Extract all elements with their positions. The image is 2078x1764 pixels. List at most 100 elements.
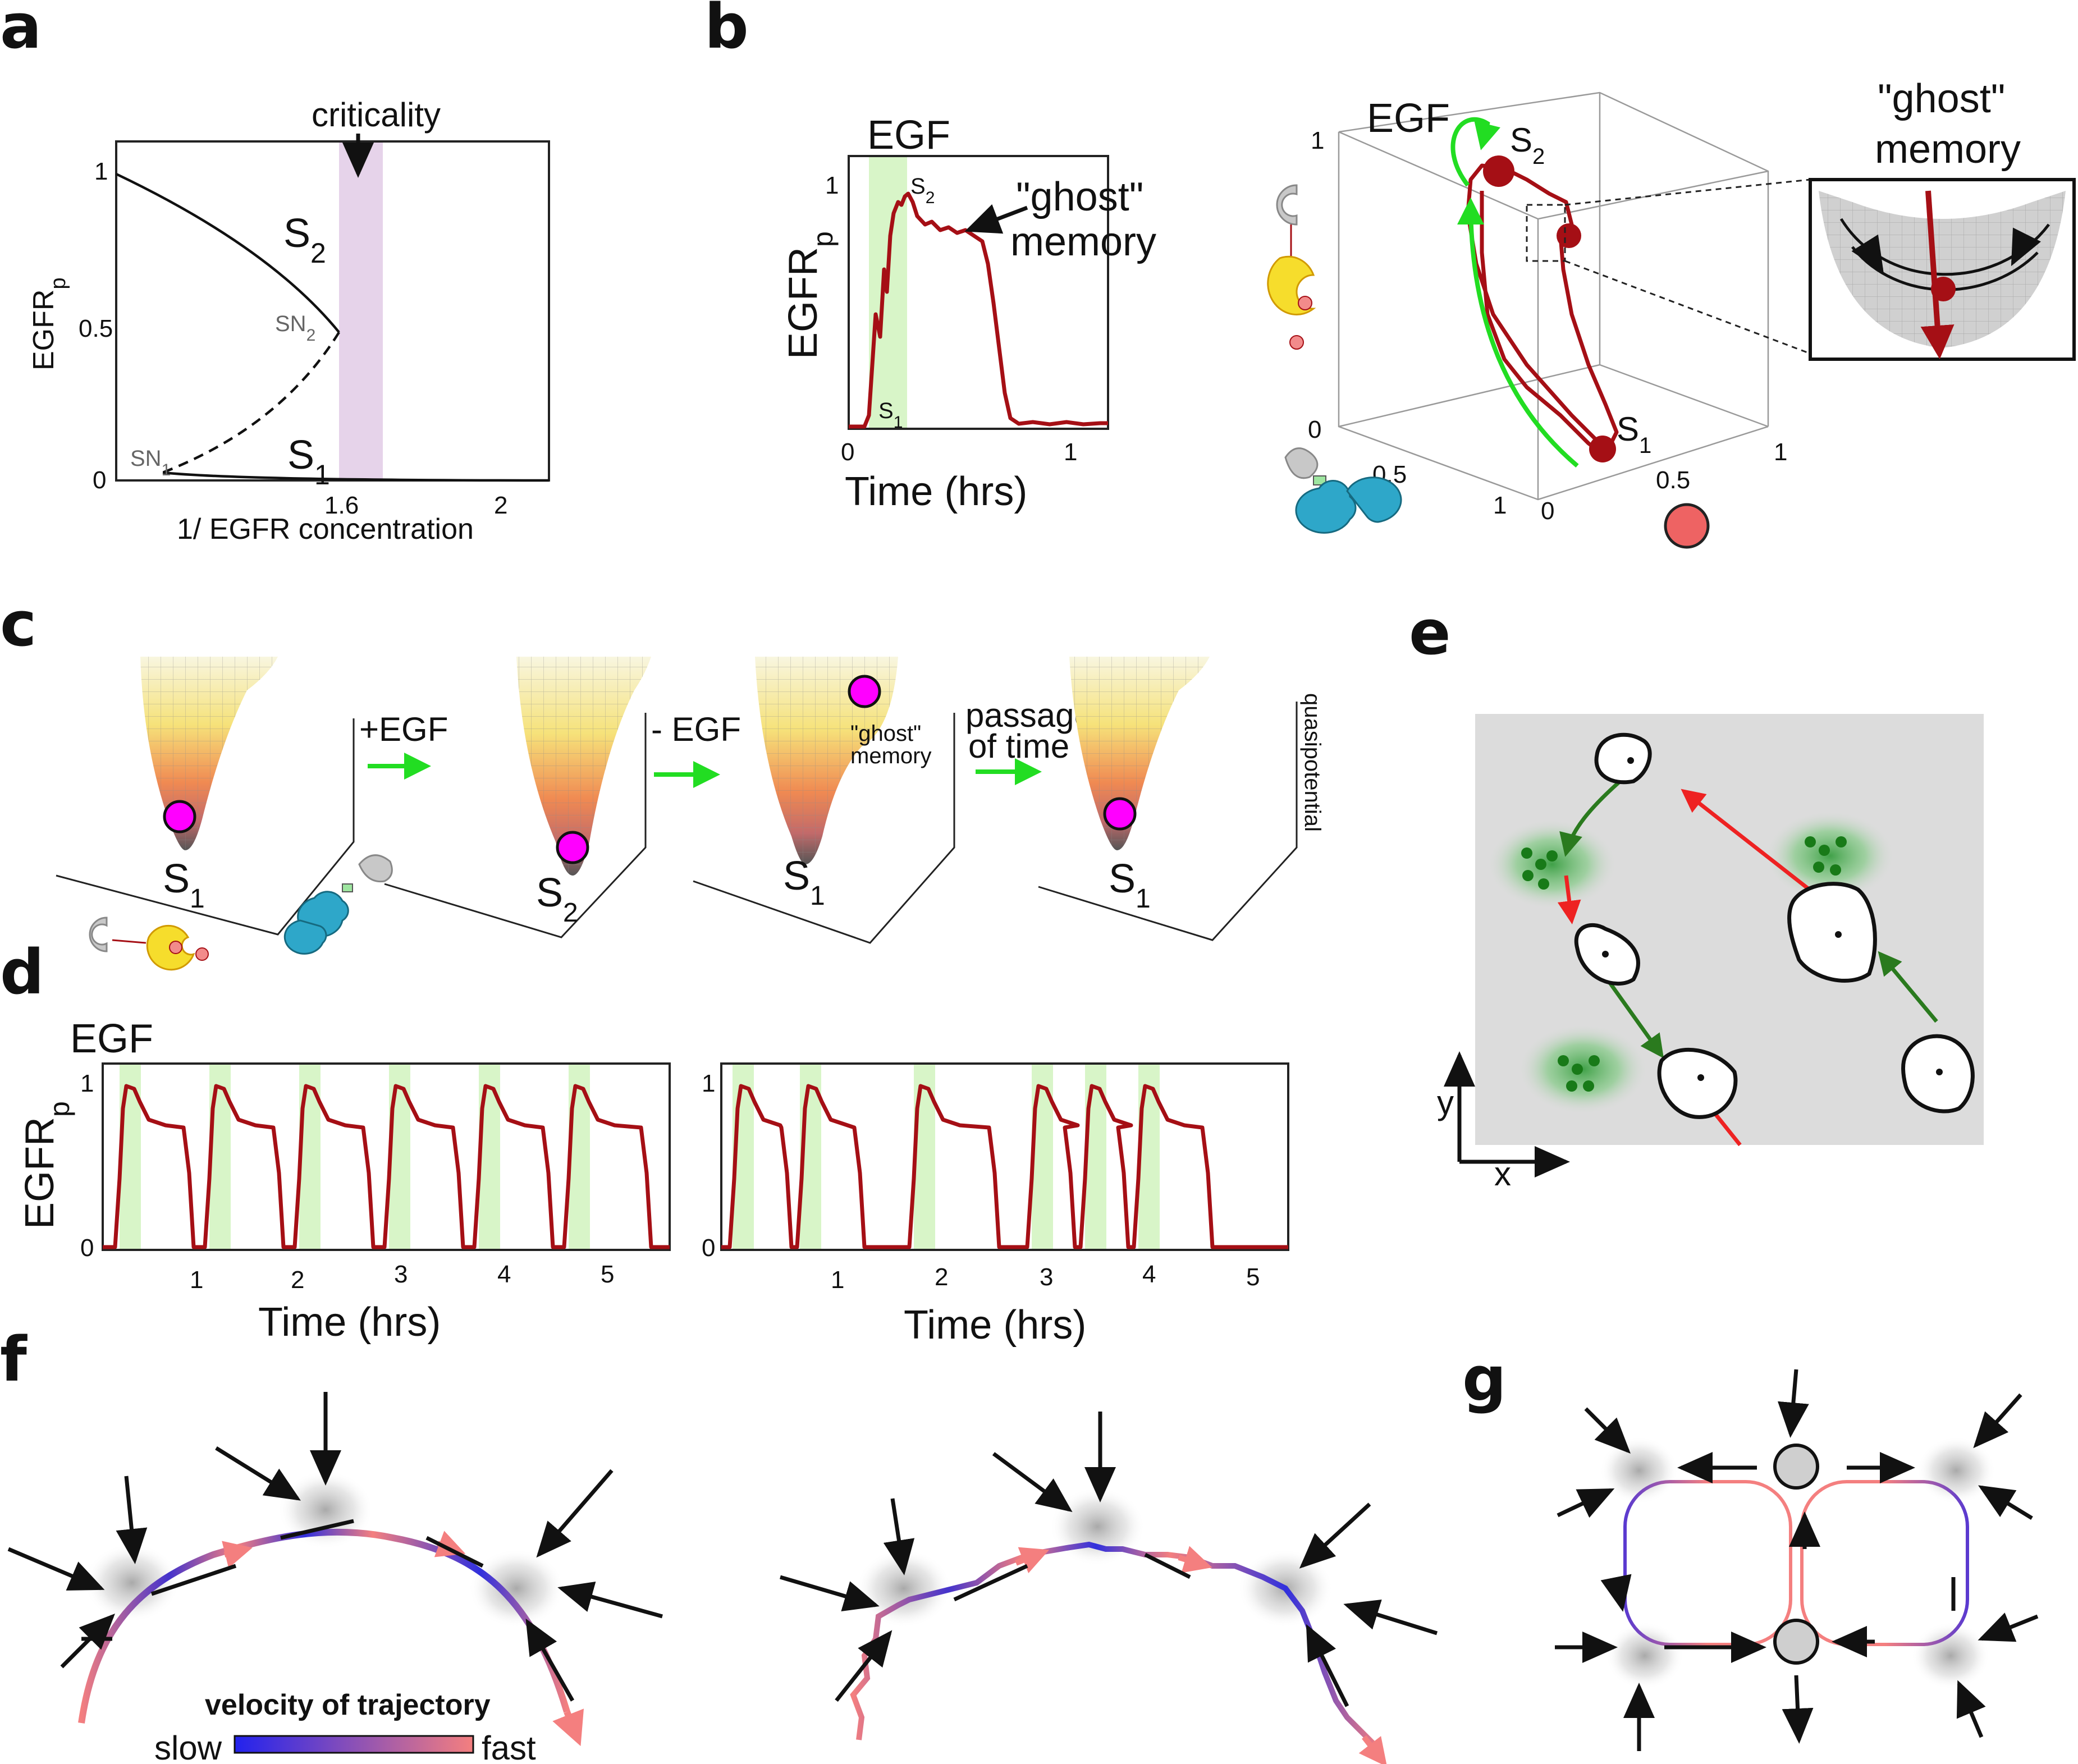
g-left-limit-cycle: [1623, 1480, 1792, 1646]
d-left-xtick-2: 2: [291, 1266, 304, 1294]
c-state-2: S2: [536, 870, 578, 928]
b-phosphate-icon: [1664, 503, 1710, 549]
d-right-xlabel: Time (hrs): [904, 1303, 1086, 1348]
b-ghost-line1: "ghost": [1016, 175, 1143, 219]
b-cube-y05: 0.5: [1656, 466, 1690, 494]
a-ytick-0: 0: [93, 466, 106, 494]
b-phase-cube: [1338, 91, 1769, 501]
b-active-receptor-icon: [1284, 447, 1402, 534]
b-cube-s1: S1: [1617, 410, 1651, 458]
c-step-minus-egf: - EGF: [651, 711, 741, 748]
d-right-xtick-5: 5: [1246, 1263, 1260, 1291]
b-egf-label: EGF: [867, 113, 950, 158]
d-right-xtick-1: 1: [831, 1266, 844, 1294]
b-ylabel: EGFRp: [781, 231, 839, 359]
c-ghost-small1: "ghost": [850, 721, 921, 746]
unstable-branch: [162, 331, 340, 474]
f-ghost-3: [469, 1549, 564, 1628]
a-ytick-1: 1: [94, 158, 108, 185]
g-arrows: [1555, 1369, 2039, 1751]
b-cube-s2: S2: [1510, 121, 1545, 169]
d-right-xtick-4: 4: [1142, 1261, 1156, 1288]
panel-label-d: d: [0, 936, 44, 1008]
f-ghost-1: [84, 1543, 180, 1622]
b-cube-z0: 0: [1308, 416, 1321, 443]
egf-pulse-bar: [1138, 1064, 1160, 1250]
d-egf-label: EGF: [70, 1016, 153, 1061]
f-right-arrows: [780, 1412, 1438, 1707]
f-ghost-5: [1050, 1487, 1145, 1566]
c-step-passage: passage: [965, 697, 1093, 734]
panel-g: g: [1462, 1343, 2039, 1751]
a-sn2-label: SN2: [275, 311, 315, 345]
egf-pulse-bar: [914, 1064, 935, 1250]
panel-e: e y x: [1409, 597, 1984, 1193]
a-xtick-2: 2: [494, 492, 507, 519]
b-trace: [849, 191, 1108, 429]
d-ylabel: EGFRp: [17, 1101, 75, 1229]
panel-label-c: c: [0, 588, 36, 660]
b-ghost-point: [1557, 223, 1581, 248]
d-left-xticks: 1 2 3 4 5: [190, 1261, 614, 1294]
b-xtick-1: 1: [1064, 438, 1077, 466]
panel-d: d EGF 1 0 1 0 1 2 3 4 5 1 2 3 4 5 Time (…: [0, 936, 1289, 1348]
panel-f: f velocity of trajectory slow fast: [0, 1323, 1438, 1764]
panel-c: c S1 +EGF S2 - EGF S1 "ghost": [0, 588, 1325, 971]
b-cube-y1: 1: [1774, 438, 1787, 466]
c-state-4: S1: [1109, 856, 1151, 914]
f-legend-fast: fast: [482, 1729, 536, 1764]
axes-frame-b: [848, 155, 1109, 430]
lower-branch: [162, 471, 550, 482]
d-left-xtick-5: 5: [601, 1261, 614, 1288]
c-state-3: S1: [783, 854, 825, 911]
b-phase-trajectory: [1466, 163, 1619, 454]
d-left-xlabel: Time (hrs): [258, 1300, 441, 1345]
a-sn1-label: SN1: [130, 446, 171, 479]
axes-frame-d-right: [720, 1062, 1289, 1251]
panel-b: b EGF 1 0 1 Time (hrs) EGFRp S2 S1 "ghos…: [704, 0, 2076, 549]
panel-label-e: e: [1409, 597, 1451, 668]
panel-label-b: b: [704, 0, 749, 62]
a-xlabel: 1/ EGFR concentration: [177, 513, 474, 546]
a-xtick-16: 1.6: [324, 492, 359, 519]
f-ghost-4: [856, 1549, 951, 1628]
egf-pulse-bar: [209, 1064, 231, 1250]
f-legend-slow: slow: [154, 1729, 222, 1764]
egf-pulse-bar: [389, 1064, 410, 1250]
g-ghost-br: [1911, 1622, 1990, 1689]
b-s2-fixedpoint: [1483, 155, 1514, 187]
d-left-egf-bars: [120, 1064, 590, 1250]
d-left-xtick-4: 4: [497, 1261, 511, 1288]
d-right-xtick-2: 2: [935, 1263, 948, 1291]
g-ghost-tr: [1917, 1437, 1995, 1504]
b-s2-label: S2: [910, 174, 935, 207]
panel-label-a: a: [0, 0, 42, 62]
a-ylabel: EGFRp: [28, 277, 70, 370]
e-cell-nuclei: [1602, 757, 1943, 1081]
g-ghost-tl: [1600, 1437, 1678, 1504]
upper-branch: [116, 172, 340, 333]
a-s2-label: S2: [283, 211, 326, 269]
c-quasipotential-label: quasipotential: [1300, 693, 1325, 832]
c-landscape-2: S2: [384, 657, 651, 938]
egf-pulse-bar: [120, 1064, 141, 1250]
c-step-plus-egf: +EGF: [359, 711, 448, 748]
b-cube-egf: EGF: [1367, 96, 1450, 141]
d-right-xtick-3: 3: [1040, 1263, 1053, 1291]
b-cube-y0: 0: [1541, 497, 1554, 525]
b-xtick-0: 0: [841, 438, 854, 466]
f-left-arrows: [7, 1392, 663, 1702]
g-saddle-top: [1773, 1444, 1819, 1490]
c-step-of-time: of time: [968, 727, 1069, 765]
panel-label-f: f: [0, 1323, 28, 1395]
b-cube-x1: 1: [1493, 492, 1507, 519]
b-green-path-arrow: [1457, 198, 1579, 468]
g-right-limit-cycle: [1800, 1480, 1969, 1646]
egf-pulse-bar: [1032, 1064, 1053, 1250]
b-zoom-box: [1526, 204, 1566, 262]
a-ytick-05: 0.5: [79, 315, 113, 342]
e-ylabel: y: [1437, 1084, 1454, 1121]
axes-frame-d-left: [102, 1062, 671, 1251]
c-landscape-1: S1: [56, 657, 355, 936]
